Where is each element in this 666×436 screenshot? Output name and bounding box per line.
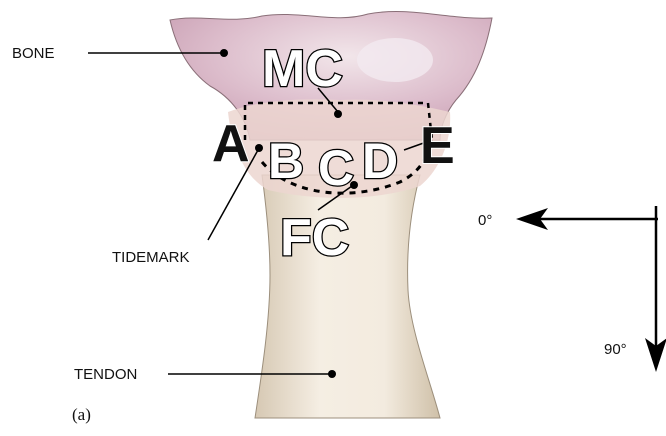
position-d-label: D (362, 133, 398, 189)
position-a-label: A (212, 115, 250, 173)
angle-0-label: 0° (478, 212, 492, 229)
tidemark-point-dot (255, 144, 263, 152)
orientation-axes (516, 206, 666, 372)
angle-90-label: 90° (604, 341, 627, 358)
position-c-label: C (318, 140, 354, 196)
tendon-point-dot (328, 370, 336, 378)
position-b-label: B (268, 133, 304, 189)
mc-point-dot (334, 110, 342, 118)
bone-label: BONE (12, 45, 55, 62)
bone-highlight (357, 38, 433, 82)
fc-label: FC (280, 209, 349, 267)
tendon-label: TENDON (74, 366, 137, 383)
mc-label: MC (262, 40, 343, 98)
position-e-label: E (420, 117, 455, 175)
bone-point-dot (220, 49, 228, 57)
tidemark-label: TIDEMARK (112, 249, 190, 266)
panel-label: (a) (72, 405, 91, 424)
